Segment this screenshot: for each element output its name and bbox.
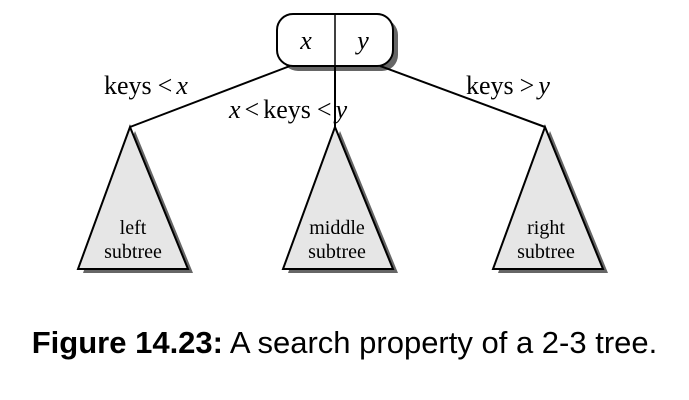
right-subtree-line1: right: [527, 217, 565, 239]
left-subtree-triangle: [76, 124, 190, 270]
figure-number: Figure 14.23:: [31, 325, 223, 360]
middle-edge-label: x<keys<y: [228, 95, 348, 124]
right-subtree-triangle: [491, 124, 605, 270]
middle-subtree-triangle: [281, 124, 395, 270]
right-edge: [379, 65, 546, 128]
middle-label-keys: keys: [263, 95, 311, 124]
middle-label-var-left: x: [228, 95, 241, 124]
node-key-x: x: [299, 26, 312, 55]
left-label-var: x: [175, 71, 188, 100]
figure-caption-text: A search property of a 2-3 tree.: [229, 325, 658, 360]
left-edge-label: keys<x: [104, 71, 188, 100]
right-subtree-line2: subtree: [517, 241, 575, 263]
right-edge-label: keys>y: [466, 71, 550, 100]
figure-caption: Figure 14.23: A search property of a 2-3…: [0, 325, 689, 361]
middle-label-var-right: y: [333, 95, 348, 124]
middle-subtree-line2: subtree: [308, 241, 366, 263]
middle-label-op2: <: [317, 95, 332, 124]
left-subtree-line2: subtree: [104, 241, 162, 263]
left-label-keys: keys: [104, 71, 152, 100]
middle-subtree-line1: middle: [309, 217, 365, 239]
middle-label-op1: <: [245, 95, 260, 124]
left-edge: [129, 65, 291, 128]
node-key-y: y: [354, 26, 369, 55]
right-label-keys: keys: [466, 71, 514, 100]
left-subtree-line1: left: [120, 217, 147, 239]
right-label-var: y: [535, 71, 550, 100]
right-label-op: >: [520, 71, 535, 100]
left-label-op: <: [158, 71, 173, 100]
